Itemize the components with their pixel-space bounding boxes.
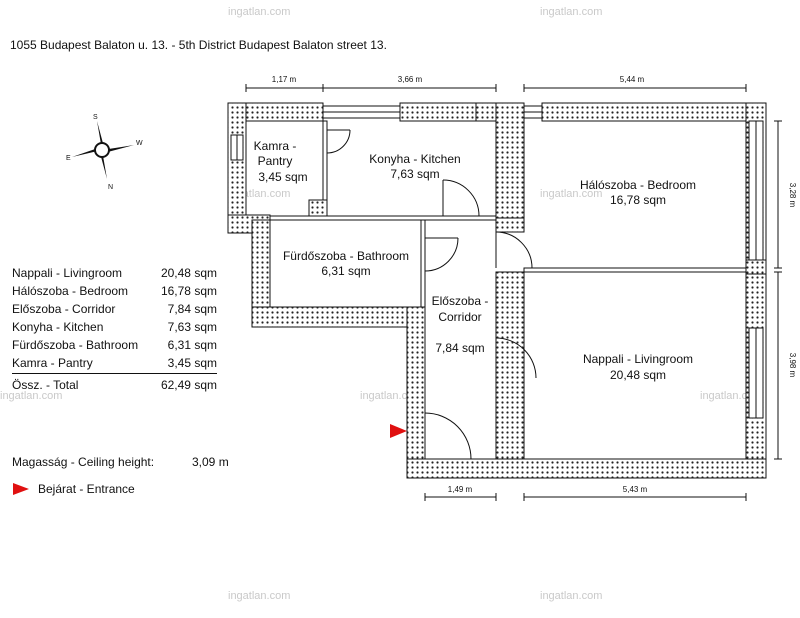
legend-room: Nappali - Livingroom xyxy=(12,266,123,280)
dimension-label: 1,49 m xyxy=(448,485,473,494)
legend-row: Kamra - Pantry 3,45 sqm xyxy=(12,356,217,373)
walls xyxy=(227,102,767,479)
legend-area: 7,63 sqm xyxy=(167,320,217,334)
legend-row: Fürdőszoba - Bathroom 6,31 sqm xyxy=(12,338,217,355)
bedroom-label: Hálószoba - Bedroom xyxy=(580,178,696,192)
ceiling-height-value: 3,09 m xyxy=(192,455,229,469)
watermark: ingatlan.com xyxy=(540,188,603,200)
legend-area: 7,84 sqm xyxy=(167,302,217,316)
corridor-area: 7,84 sqm xyxy=(435,341,484,355)
legend-room: Előszoba - Corridor xyxy=(12,302,116,316)
dimension-lines xyxy=(245,84,782,501)
legend-row: Előszoba - Corridor 7,84 sqm xyxy=(12,302,217,319)
legend-area: 6,31 sqm xyxy=(167,338,217,352)
legend-total-area: 62,49 sqm xyxy=(160,378,217,392)
pantry-label: Pantry xyxy=(258,154,293,168)
watermark: ingatlan.com xyxy=(540,590,603,602)
windows xyxy=(230,105,764,419)
legend-area: 20,48 sqm xyxy=(160,266,217,280)
kitchen-area: 7,63 sqm xyxy=(390,167,439,181)
bathroom-area: 6,31 sqm xyxy=(321,264,370,278)
legend-room: Fürdőszoba - Bathroom xyxy=(12,338,139,352)
doors xyxy=(326,129,537,460)
legend-row: Konyha - Kitchen 7,63 sqm xyxy=(12,320,217,337)
watermark: ingatlan.com xyxy=(540,6,603,18)
page-title: 1055 Budapest Balaton u. 13. - 5th Distr… xyxy=(10,38,387,52)
dimension-label: 5,43 m xyxy=(623,485,648,494)
pantry-area: 3,45 sqm xyxy=(258,170,307,184)
dimension-label: 3,66 m xyxy=(398,75,423,84)
legend-row: Nappali - Livingroom 20,48 sqm xyxy=(12,266,217,283)
legend-room: Konyha - Kitchen xyxy=(12,320,104,334)
compass-n-label: N xyxy=(108,184,113,191)
livingroom-label: Nappali - Livingroom xyxy=(583,352,693,366)
dimension-label: 3,98 m xyxy=(788,353,797,378)
livingroom-area: 20,48 sqm xyxy=(610,368,666,382)
pantry-label: Kamra - xyxy=(254,139,297,153)
entrance-label: Bejárat - Entrance xyxy=(38,482,135,496)
legend-total-label: Össz. - Total xyxy=(12,378,79,392)
dimension-label: 5,44 m xyxy=(620,75,645,84)
legend-divider xyxy=(12,373,217,374)
compass-e-label: E xyxy=(66,155,71,162)
dimension-label: 3,28 m xyxy=(788,183,797,208)
bathroom-label: Fürdőszoba - Bathroom xyxy=(283,249,409,263)
watermark: ingatlan.com xyxy=(228,6,291,18)
compass-icon: S W E N xyxy=(66,114,143,191)
legend-area: 16,78 sqm xyxy=(160,284,217,298)
corridor-label: Előszoba - xyxy=(432,294,489,308)
watermark: ingatlan.com xyxy=(0,390,63,402)
bedroom-area: 16,78 sqm xyxy=(610,193,666,207)
ceiling-height-label: Magasság - Ceiling height: xyxy=(12,455,155,469)
legend-total-row: Össz. - Total 62,49 sqm xyxy=(12,378,217,395)
dimension-label: 1,17 m xyxy=(272,75,297,84)
kitchen-label: Konyha - Kitchen xyxy=(369,152,460,166)
legend-room: Kamra - Pantry xyxy=(12,356,93,370)
legend-room: Hálószoba - Bedroom xyxy=(12,284,129,298)
legend-area: 3,45 sqm xyxy=(167,356,217,370)
compass-s-label: S xyxy=(93,114,98,121)
watermark: ingatlan.com xyxy=(228,590,291,602)
compass-w-label: W xyxy=(136,140,143,147)
corridor-label: Corridor xyxy=(438,310,481,324)
entrance-marker xyxy=(390,424,407,438)
entrance-legend-marker xyxy=(13,483,29,495)
partitions xyxy=(269,120,747,308)
legend-row: Hálószoba - Bedroom 16,78 sqm xyxy=(12,284,217,301)
